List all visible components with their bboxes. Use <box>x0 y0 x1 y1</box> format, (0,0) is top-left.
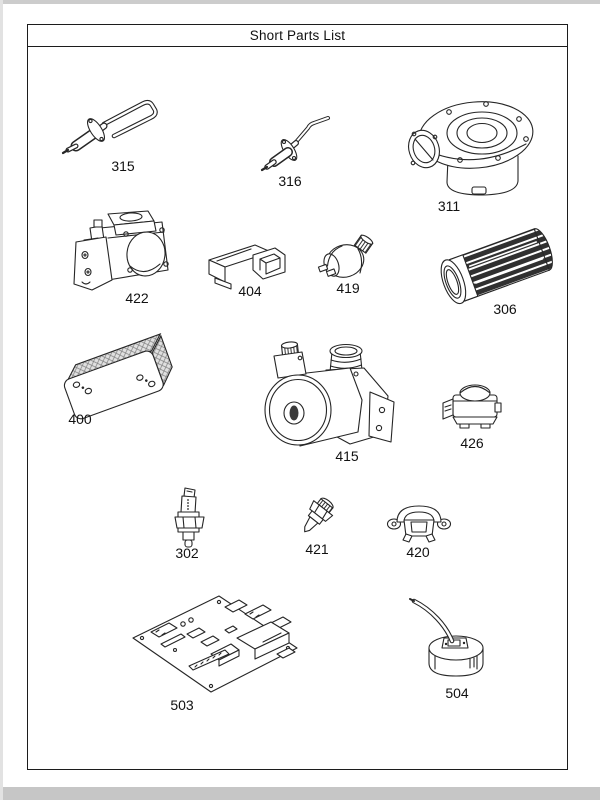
part-400-figure <box>52 330 184 422</box>
pressure-switch-icon <box>317 234 374 278</box>
dome-sensor-icon <box>442 384 502 429</box>
gas-valve-icon <box>73 210 169 291</box>
part-404-figure <box>203 240 293 292</box>
cable-sensor-icon <box>409 598 484 677</box>
pcb-icon <box>132 595 298 693</box>
fan-icon <box>408 101 534 196</box>
flame-electrode-icon <box>260 116 330 172</box>
part-302-figure <box>166 486 214 550</box>
part-316-label: 316 <box>278 173 302 189</box>
ignition-electrode-icon <box>61 99 158 155</box>
part-421-figure <box>290 494 344 542</box>
heat-exchanger-icon <box>63 333 173 420</box>
part-503-label: 503 <box>170 697 194 713</box>
part-426-figure <box>440 378 510 432</box>
part-306-figure <box>425 228 561 308</box>
part-311-figure <box>402 92 542 204</box>
clip-sensor-icon <box>386 505 452 543</box>
part-420-label: 420 <box>406 544 430 560</box>
page-edge-top <box>0 0 600 4</box>
part-419-label: 419 <box>336 280 360 296</box>
part-315-figure <box>52 92 170 164</box>
part-316-figure <box>248 112 340 178</box>
page-title: Short Parts List <box>28 25 567 47</box>
part-422-label: 422 <box>125 290 149 306</box>
page-edge-bottom <box>0 787 600 800</box>
small-sensor-icon <box>304 497 334 533</box>
part-415-label: 415 <box>335 448 359 464</box>
part-504-figure <box>402 596 498 688</box>
part-311-label: 311 <box>437 198 461 214</box>
pump-icon <box>264 341 395 447</box>
part-422-figure <box>68 208 186 296</box>
temp-sensor-icon <box>174 487 205 548</box>
part-400-label: 400 <box>68 411 92 427</box>
bracket-clip-icon <box>208 244 286 290</box>
filter-icon <box>440 228 553 305</box>
part-404-label: 404 <box>238 283 262 299</box>
part-504-label: 504 <box>445 685 469 701</box>
page-edge-left <box>0 0 3 800</box>
part-415-figure <box>248 338 400 456</box>
part-426-label: 426 <box>460 435 484 451</box>
part-306-label: 306 <box>493 301 517 317</box>
part-302-label: 302 <box>175 545 199 561</box>
part-419-figure <box>314 234 380 284</box>
part-420-figure <box>386 498 452 546</box>
part-421-label: 421 <box>305 541 329 557</box>
part-503-figure <box>125 590 307 696</box>
part-315-label: 315 <box>111 158 135 174</box>
